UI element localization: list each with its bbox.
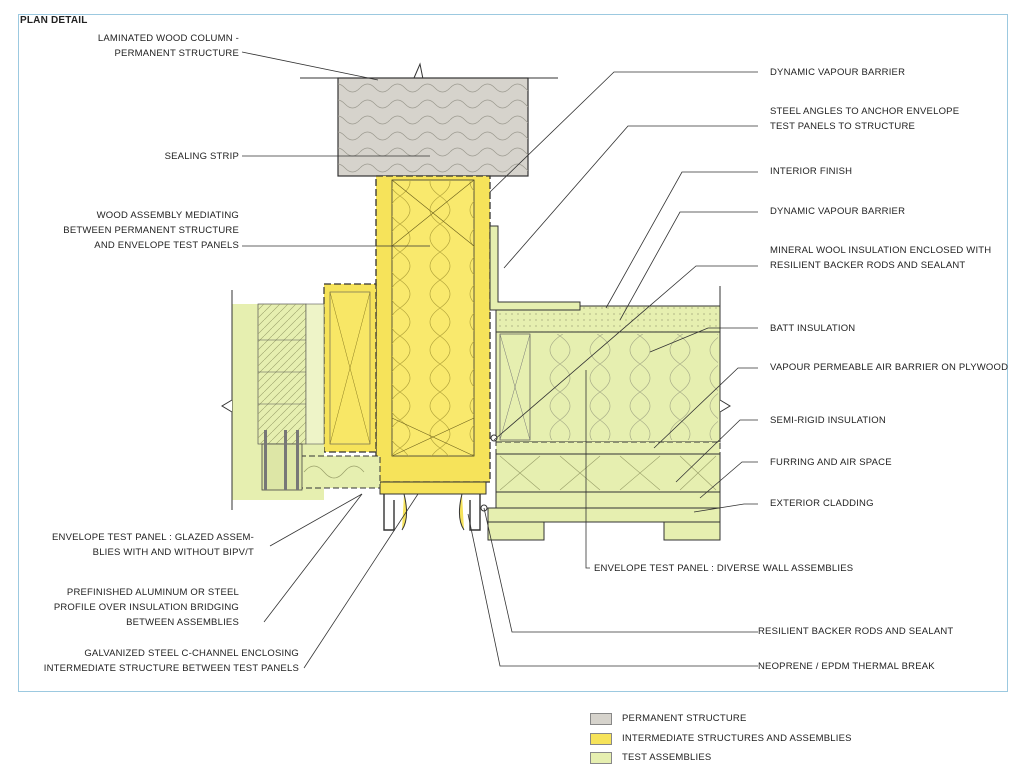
label-line: RESILIENT BACKER RODS AND SEALANT <box>770 260 966 271</box>
label-wall-test-panel: ENVELOPE TEST PANEL : DIVERSE WALL ASSEM… <box>594 561 853 576</box>
label-line: MINERAL WOOL INSULATION ENCLOSED WITH <box>770 245 992 256</box>
label-sealing-strip: SEALING STRIP <box>165 149 239 164</box>
legend-label-intermediate: INTERMEDIATE STRUCTURES AND ASSEMBLIES <box>622 733 852 744</box>
label-line: PROFILE OVER INSULATION BRIDGING <box>53 602 239 613</box>
label-line: EXTERIOR CLADDING <box>770 498 874 509</box>
label-laminated-wood-column: LAMINATED WOOD COLUMN - PERMANENT STRUCT… <box>98 31 239 61</box>
label-glazed-test-panel: ENVELOPE TEST PANEL : GLAZED ASSEM- BLIE… <box>52 530 254 560</box>
label-line: SEMI-RIGID INSULATION <box>770 415 886 426</box>
label-line: INTERIOR FINISH <box>770 166 853 177</box>
label-backer-rods: RESILIENT BACKER RODS AND SEALANT <box>758 624 953 639</box>
label-line: BETWEEN ASSEMBLIES <box>126 617 239 628</box>
label-line: GALVANIZED STEEL C-CHANNEL ENCLOSING <box>84 648 299 659</box>
label-line: LAMINATED WOOD COLUMN - <box>97 33 239 44</box>
label-line: FURRING AND AIR SPACE <box>770 457 892 468</box>
label-line: DYNAMIC VAPOUR BARRIER <box>770 67 906 78</box>
label-line: WOOD ASSEMBLY MEDIATING <box>96 210 239 221</box>
label-dynamic-vapour-barrier-2: DYNAMIC VAPOUR BARRIER <box>770 204 905 219</box>
label-line: ENVELOPE TEST PANEL : GLAZED ASSEM- <box>52 532 254 543</box>
glazed-test-panel <box>221 290 381 510</box>
label-interior-finish: INTERIOR FINISH <box>770 164 852 179</box>
label-line: AND ENVELOPE TEST PANELS <box>94 240 239 251</box>
label-line: SEALING STRIP <box>164 151 239 162</box>
label-steel-angles: STEEL ANGLES TO ANCHOR ENVELOPE TEST PAN… <box>770 104 959 134</box>
label-line: BATT INSULATION <box>770 323 856 334</box>
label-line: PREFINISHED ALUMINUM OR STEEL <box>66 587 239 598</box>
label-thermal-break: NEOPRENE / EPDM THERMAL BREAK <box>758 659 935 674</box>
leader-lines <box>241 51 758 669</box>
wood-column <box>300 62 558 177</box>
label-c-channel: GALVANIZED STEEL C-CHANNEL ENCLOSING INT… <box>44 646 299 676</box>
label-line: BLIES WITH AND WITHOUT BIPV/T <box>92 547 254 558</box>
wood-assembly <box>323 175 491 531</box>
label-wood-assembly: WOOD ASSEMBLY MEDIATING BETWEEN PERMANEN… <box>63 208 239 253</box>
label-line: BETWEEN PERMANENT STRUCTURE <box>63 225 239 236</box>
label-furring: FURRING AND AIR SPACE <box>770 455 892 470</box>
legend-swatch-test <box>590 752 612 764</box>
legend-label-permanent: PERMANENT STRUCTURE <box>622 713 747 724</box>
label-air-barrier: VAPOUR PERMEABLE AIR BARRIER ON PLYWOOD <box>770 360 1008 375</box>
label-line: DYNAMIC VAPOUR BARRIER <box>770 206 906 217</box>
legend-swatch-permanent <box>590 713 612 725</box>
label-line: STEEL ANGLES TO ANCHOR ENVELOPE <box>770 106 960 117</box>
diagram-title: PLAN DETAIL <box>20 15 88 26</box>
label-line: INTERMEDIATE STRUCTURE BETWEEN TEST PANE… <box>43 663 299 674</box>
label-exterior-cladding: EXTERIOR CLADDING <box>770 496 874 511</box>
label-line: ENVELOPE TEST PANEL : DIVERSE WALL ASSEM… <box>594 563 854 574</box>
label-prefinished-profile: PREFINISHED ALUMINUM OR STEEL PROFILE OV… <box>54 585 239 630</box>
legend-label-test: TEST ASSEMBLIES <box>622 752 712 763</box>
label-line: NEOPRENE / EPDM THERMAL BREAK <box>758 661 935 672</box>
label-mineral-wool: MINERAL WOOL INSULATION ENCLOSED WITH RE… <box>770 243 991 273</box>
wall-test-panel <box>480 225 731 541</box>
diagram-frame <box>18 14 1008 692</box>
label-line: RESILIENT BACKER RODS AND SEALANT <box>758 626 954 637</box>
legend-swatch-intermediate <box>590 733 612 745</box>
label-semi-rigid-insulation: SEMI-RIGID INSULATION <box>770 413 886 428</box>
label-line: PERMANENT STRUCTURE <box>114 48 239 59</box>
label-line: TEST PANELS TO STRUCTURE <box>770 121 916 132</box>
label-line: VAPOUR PERMEABLE AIR BARRIER ON PLYWOOD <box>770 362 1009 373</box>
label-dynamic-vapour-barrier-1: DYNAMIC VAPOUR BARRIER <box>770 65 905 80</box>
label-batt-insulation: BATT INSULATION <box>770 321 855 336</box>
